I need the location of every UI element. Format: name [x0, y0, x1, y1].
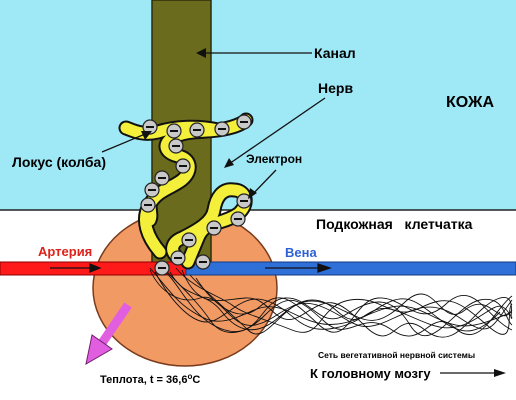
heat-degree: o: [187, 372, 192, 381]
nerve-label: Нерв: [318, 80, 353, 96]
heat-arrowhead: [85, 334, 113, 365]
vein-vessel: [185, 261, 516, 276]
brain-label: К головному мозгу: [310, 366, 431, 381]
brain-arrowhead: [494, 369, 506, 377]
canal-label: Канал: [314, 45, 356, 61]
locus-label: Локус (колба): [12, 154, 106, 170]
heat-label: Теплота, t = 36,6oC: [100, 372, 200, 386]
nerve-network: [149, 267, 513, 338]
nerve-leader: [225, 97, 326, 167]
network-label: Сеть вегетативной нервной системы: [318, 350, 475, 360]
flow-arrows: [50, 263, 332, 273]
electron-minus-signs: [144, 121, 248, 269]
nerve: [118, 112, 254, 270]
skin-label: КОЖА: [446, 94, 494, 111]
leader-arrowheads: [141, 48, 257, 199]
skin-layer: [0, 0, 516, 210]
vein-label: Вена: [285, 245, 317, 260]
nerve-arrowhead: [224, 158, 234, 168]
heat-unit: C: [192, 374, 200, 386]
brain-arrow: [440, 369, 506, 377]
locus-arrowhead: [141, 131, 152, 140]
heat-arrow: [85, 302, 132, 365]
heat-label-text: Теплота, t = 36,6: [100, 374, 187, 386]
vein-flow-arrowhead: [317, 263, 332, 273]
subcutaneous-label: Подкожная клетчатка: [316, 216, 473, 232]
canal-arrowhead: [196, 48, 206, 58]
artery-label: Артерия: [38, 244, 92, 259]
electron-arrowhead: [248, 188, 257, 199]
artery-flow-arrowhead: [89, 263, 102, 273]
locus-leader: [101, 131, 151, 153]
nerve-fill: [120, 114, 252, 268]
electron-label: Электрон: [246, 152, 302, 166]
